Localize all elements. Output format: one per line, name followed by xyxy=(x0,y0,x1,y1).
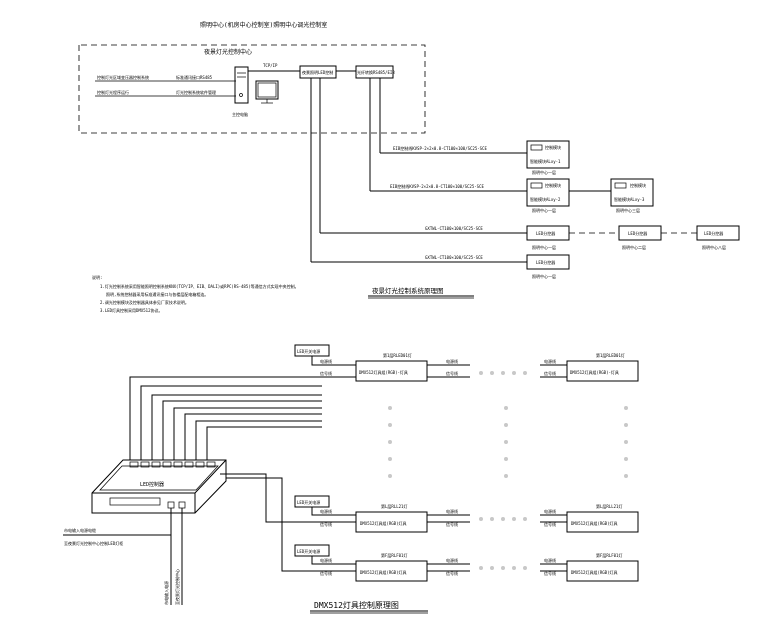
signal-line-label-8: 信号线 xyxy=(446,570,458,576)
row-3-right-label: 第F层RLF01灯 xyxy=(596,552,622,558)
led-controller-box xyxy=(91,459,227,514)
led-box-4-label: LED分控器 xyxy=(536,259,555,265)
power-line-label-2: 电源线 xyxy=(446,358,458,364)
module-1-title: 控制模块 xyxy=(545,144,561,150)
module-2-loc: 照明中心一层 xyxy=(532,207,556,213)
dmx-box-3-right-label: DMX512灯具组(RGB)灯具 xyxy=(571,569,618,575)
control-center-label: 夜景灯光控制中心 xyxy=(204,48,252,56)
row-3-left-label: 第F层RLF01灯 xyxy=(381,552,407,558)
row-1-right-label: 第1层RLED01灯 xyxy=(596,352,625,358)
dmx-box-2-left-label: DMX512灯具组(RGB)灯具 xyxy=(360,520,407,526)
note-1b: 照明,系统控制器采用标准通讯接口与各楼层配电箱相连。 xyxy=(106,291,208,297)
power-line-label-5: 电源线 xyxy=(446,508,458,514)
row-1-left-label: 第1层RLED01灯 xyxy=(383,352,412,358)
led-box-1-loc: 照明中心一层 xyxy=(532,244,556,250)
signal-line-label-3: 信号线 xyxy=(544,370,556,376)
computer-label: 主控电脑 xyxy=(232,111,248,117)
led-power-label-3: LED开关电源 xyxy=(297,548,320,554)
left-note-1b: 标准通讯接口RS485 xyxy=(176,74,213,80)
left-note-2b: 灯光控制系统软件管理 xyxy=(176,89,216,95)
note-1: 1.灯光控制系统采用智能照明控制系统KNX(TCP/IP、EIB、DALI)或R… xyxy=(100,283,299,289)
power-line-label-6: 电源线 xyxy=(544,508,556,514)
led-box-2-loc: 照明中心二层 xyxy=(622,244,646,250)
module-2-title: 控制模块 xyxy=(545,182,561,188)
module-3-loc: 照明中心三层 xyxy=(616,207,640,213)
power-line-label-1: 电源线 xyxy=(320,358,332,364)
top-header-label: 照明中心(机房中心控制室)照明中心调光控制室 xyxy=(200,21,327,29)
cable-4-label: GXTWL-CT100×100/SC25-SCE xyxy=(425,255,483,260)
led-control-box xyxy=(299,65,337,79)
led-box-3-loc: 照明中心八层 xyxy=(702,244,726,250)
dmx-bus-lines xyxy=(129,376,322,572)
vertical-label-1: 市电输入电源 xyxy=(163,581,169,605)
power-line-label-3: 电源线 xyxy=(544,358,556,364)
left-label-1: 市电输入电源电缆 xyxy=(64,527,96,533)
cable-3-label: GXTWL-CT100×100/SC25-SCE xyxy=(425,226,483,231)
cable-2-label: EIB控制线KVSP-2×2×0.8-CT100×100/SC25-SCE xyxy=(390,183,484,189)
led-box-4-loc: 照明中心一层 xyxy=(532,273,556,279)
left-label-2: 至夜景灯光控制中心控制LED灯柜 xyxy=(64,540,123,546)
dmx-box-1-right xyxy=(566,360,639,382)
module-1-loc: 照明中心一层 xyxy=(532,169,556,175)
led-control-label: 夜景照明LED控制 xyxy=(302,69,333,75)
monitor-icon xyxy=(255,80,279,104)
led-box-1-label: LED分控器 xyxy=(536,230,555,236)
note-2: 2.调光控制模块及控制器具体参见厂家技术说明。 xyxy=(100,299,189,305)
dmx-box-1-right-label: DMX512灯具组(RGB)-灯具 xyxy=(570,369,619,375)
dmx-box-3-left-label: DMX512灯具组(RGB)灯具 xyxy=(360,569,407,575)
bottom-diagram-title: DMX512灯具控制原理图 xyxy=(314,600,399,610)
row-2-left-label: 第L层RLL21灯 xyxy=(381,503,407,509)
dmx-box-1-left-label: DMX512灯具组(RGB)-灯具 xyxy=(359,369,408,375)
dmx-box-1-left xyxy=(355,360,428,382)
led-box-2-label: LED分控器 xyxy=(628,230,647,236)
left-note-2: 控制灯光程序运行 xyxy=(97,89,129,95)
top-diagram-title: 夜景灯光控制系统原理图 xyxy=(372,286,444,295)
converter-label: 光纤转换RS485/EIB xyxy=(357,69,395,75)
dmx-box-2-right xyxy=(566,511,639,533)
led-box-3 xyxy=(696,225,740,241)
cable-1-label: EIB控制线KVSP-2×2×0.8-CT100×100/SC25-SCE xyxy=(393,145,487,151)
power-line-label-9: 电源线 xyxy=(544,557,556,563)
signal-line-label-4: 信号线 xyxy=(320,521,332,527)
module-1-sub: 智能模块ALxy-1 xyxy=(530,158,561,164)
power-line-label-7: 电源线 xyxy=(320,557,332,563)
led-controller-label: LED控制器 xyxy=(140,481,164,488)
dmx-box-3-right xyxy=(566,560,639,582)
continuation-dots xyxy=(388,371,628,570)
led-power-label-2: LED开关电源 xyxy=(297,499,320,505)
module-box-3 xyxy=(610,178,654,207)
signal-line-label-2: 信号线 xyxy=(446,370,458,376)
dmx-box-2-right-label: DMX512灯具组(RGB)灯具 xyxy=(571,520,618,526)
signal-line-label-1: 信号线 xyxy=(320,370,332,376)
signal-line-label-6: 信号线 xyxy=(544,521,556,527)
module-2-sub: 智能模块ALxy-2 xyxy=(530,196,561,202)
converter-box xyxy=(355,65,394,79)
left-note-1: 控制灯光区域变压器控制系统 xyxy=(97,74,149,80)
tcpip-label: TCP/IP xyxy=(263,63,278,68)
computer-tower-icon xyxy=(234,66,249,104)
power-line-label-4: 电源线 xyxy=(320,508,332,514)
module-box-1 xyxy=(526,140,570,169)
led-box-3-label: LED分控器 xyxy=(704,230,723,236)
signal-line-label-9: 信号线 xyxy=(544,570,556,576)
module-3-sub: 智能模块ALxy-3 xyxy=(614,196,645,202)
row-2-right-label: 第L层RLL21灯 xyxy=(596,503,622,509)
module-3-title: 控制模块 xyxy=(630,182,646,188)
power-line-label-8: 电源线 xyxy=(446,557,458,563)
module-box-2 xyxy=(526,178,570,207)
vertical-label-2: 至夜景灯光控制中心 xyxy=(174,569,180,605)
led-power-label-1: LED开关电源 xyxy=(297,348,320,354)
note-3: 3.LED灯具控制采用DMX512协议。 xyxy=(100,307,163,313)
signal-line-label-5: 信号线 xyxy=(446,521,458,527)
led-box-4 xyxy=(526,254,570,270)
signal-line-label-7: 信号线 xyxy=(320,570,332,576)
notes-title: 说明: xyxy=(92,274,102,280)
control-center-frame xyxy=(78,44,426,134)
